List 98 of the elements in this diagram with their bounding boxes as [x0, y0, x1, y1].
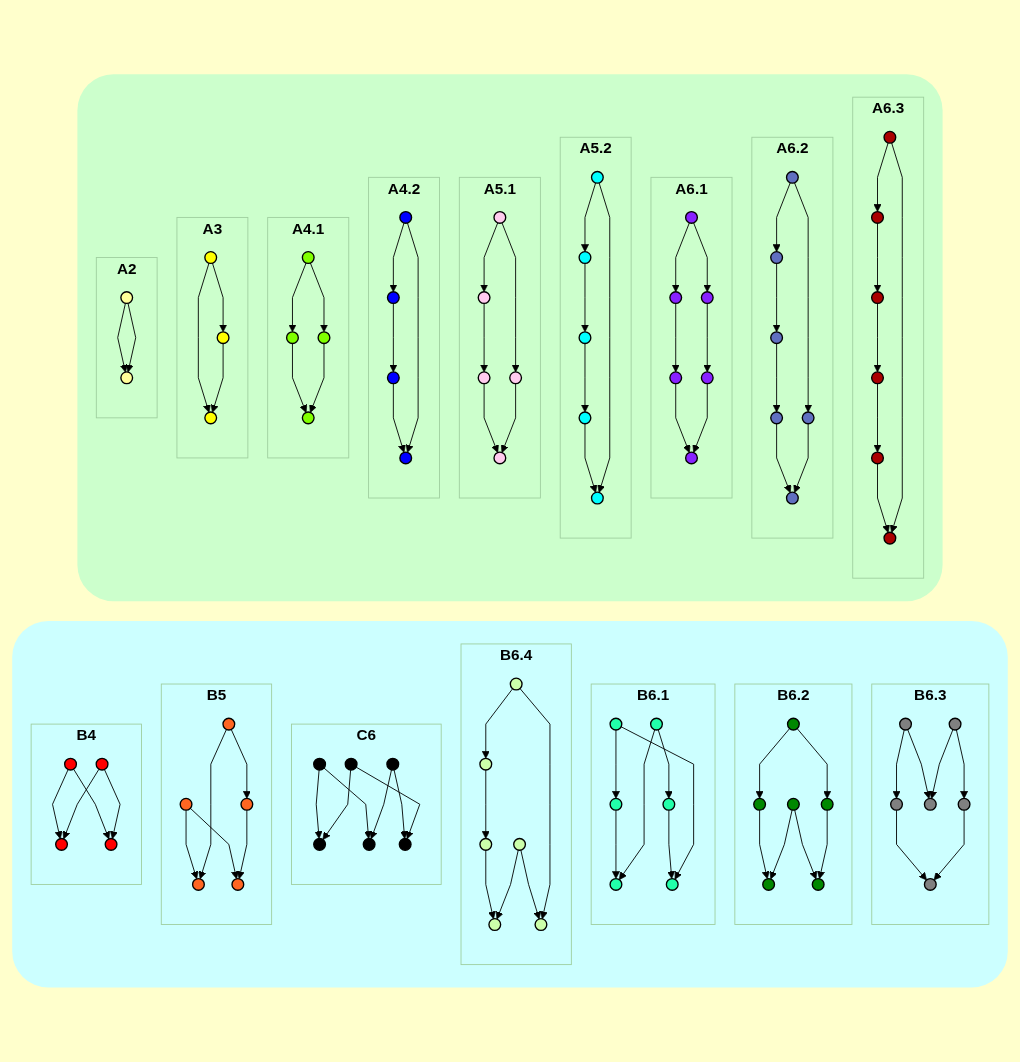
node-circle: [222, 717, 236, 731]
node-circle: [770, 331, 784, 345]
node-circle: [923, 797, 937, 811]
node-circle: [820, 797, 834, 811]
node-circle: [762, 878, 776, 892]
node-circle: [509, 677, 523, 691]
node-circle: [811, 878, 825, 892]
cluster: A4.2: [368, 177, 440, 499]
node-circle: [578, 331, 592, 345]
cluster: C6: [291, 723, 442, 885]
node-circle: [700, 291, 714, 305]
cluster: A5.2: [559, 136, 632, 539]
node-circle: [120, 371, 134, 385]
node-circle: [479, 837, 493, 851]
node-circle: [493, 451, 507, 465]
node-circle: [398, 837, 412, 851]
node-circle: [669, 291, 683, 305]
node-circle: [785, 170, 799, 184]
node-circle: [578, 411, 592, 425]
node-circle: [493, 211, 507, 225]
node-circle: [386, 757, 400, 771]
node-circle: [770, 251, 784, 265]
node-circle: [957, 797, 971, 811]
node-circle: [104, 837, 118, 851]
node-circle: [344, 757, 358, 771]
node-circle: [923, 878, 937, 892]
node-circle: [240, 797, 254, 811]
cluster: A4.1: [267, 217, 350, 459]
cluster: A2: [95, 257, 158, 419]
node-circle: [669, 371, 683, 385]
node-circle: [684, 451, 699, 465]
cluster: B6.2: [734, 683, 853, 926]
cluster: B6.1: [590, 683, 716, 926]
node-circle: [313, 757, 327, 771]
node-circle: [609, 717, 623, 731]
node-circle: [399, 211, 413, 225]
node-circle: [801, 411, 815, 425]
node-circle: [870, 451, 885, 465]
node-circle: [386, 371, 400, 385]
node-circle: [301, 411, 315, 425]
node-circle: [649, 717, 663, 731]
node-circle: [870, 371, 885, 385]
cluster: A6.2: [751, 136, 834, 539]
node-circle: [770, 411, 784, 425]
node-circle: [883, 130, 897, 144]
node-circle: [477, 291, 491, 305]
node-circle: [609, 878, 623, 892]
node-circle: [64, 757, 78, 771]
node-circle: [191, 878, 205, 892]
node-circle: [55, 837, 69, 851]
node-circle: [285, 331, 299, 345]
node-circle: [662, 797, 676, 811]
node-circle: [509, 371, 523, 385]
node-circle: [362, 837, 376, 851]
node-circle: [590, 170, 604, 184]
node-circle: [609, 797, 623, 811]
node-circle: [534, 918, 548, 932]
cluster: A5.1: [458, 177, 541, 499]
node-circle: [477, 371, 491, 385]
node-circle: [513, 837, 527, 851]
cluster: B6.3: [871, 683, 990, 926]
cluster: A6.3: [852, 96, 925, 579]
node-circle: [665, 878, 679, 892]
node-circle: [488, 918, 502, 932]
node-circle: [179, 797, 193, 811]
cluster: B4: [30, 723, 142, 885]
node-circle: [785, 491, 799, 505]
node-circle: [948, 717, 962, 731]
node-circle: [700, 371, 714, 385]
node-circle: [313, 837, 327, 851]
node-circle: [578, 251, 592, 265]
node-circle: [753, 797, 767, 811]
node-circle: [204, 251, 218, 265]
node-circle: [386, 291, 400, 305]
node-circle: [479, 757, 493, 771]
cluster: [12, 621, 1008, 988]
node-circle: [95, 757, 109, 771]
cluster: A3: [176, 217, 249, 459]
node-circle: [883, 531, 897, 545]
cluster: B5: [160, 683, 273, 926]
node-circle: [786, 717, 800, 731]
node-circle: [216, 331, 230, 345]
node-circle: [684, 211, 699, 225]
node-circle: [231, 878, 245, 892]
cluster: [77, 74, 943, 602]
node-circle: [204, 411, 218, 425]
cluster: B6.4: [460, 643, 572, 966]
node-circle: [120, 291, 134, 305]
node-circle: [899, 717, 913, 731]
node-circle: [890, 797, 904, 811]
cluster: A6.1: [650, 177, 733, 499]
node-circle: [870, 291, 885, 305]
node-circle: [301, 251, 315, 265]
node-circle: [870, 211, 885, 225]
node-circle: [399, 451, 413, 465]
node-circle: [317, 331, 331, 345]
node-circle: [590, 491, 604, 505]
node-circle: [786, 797, 800, 811]
